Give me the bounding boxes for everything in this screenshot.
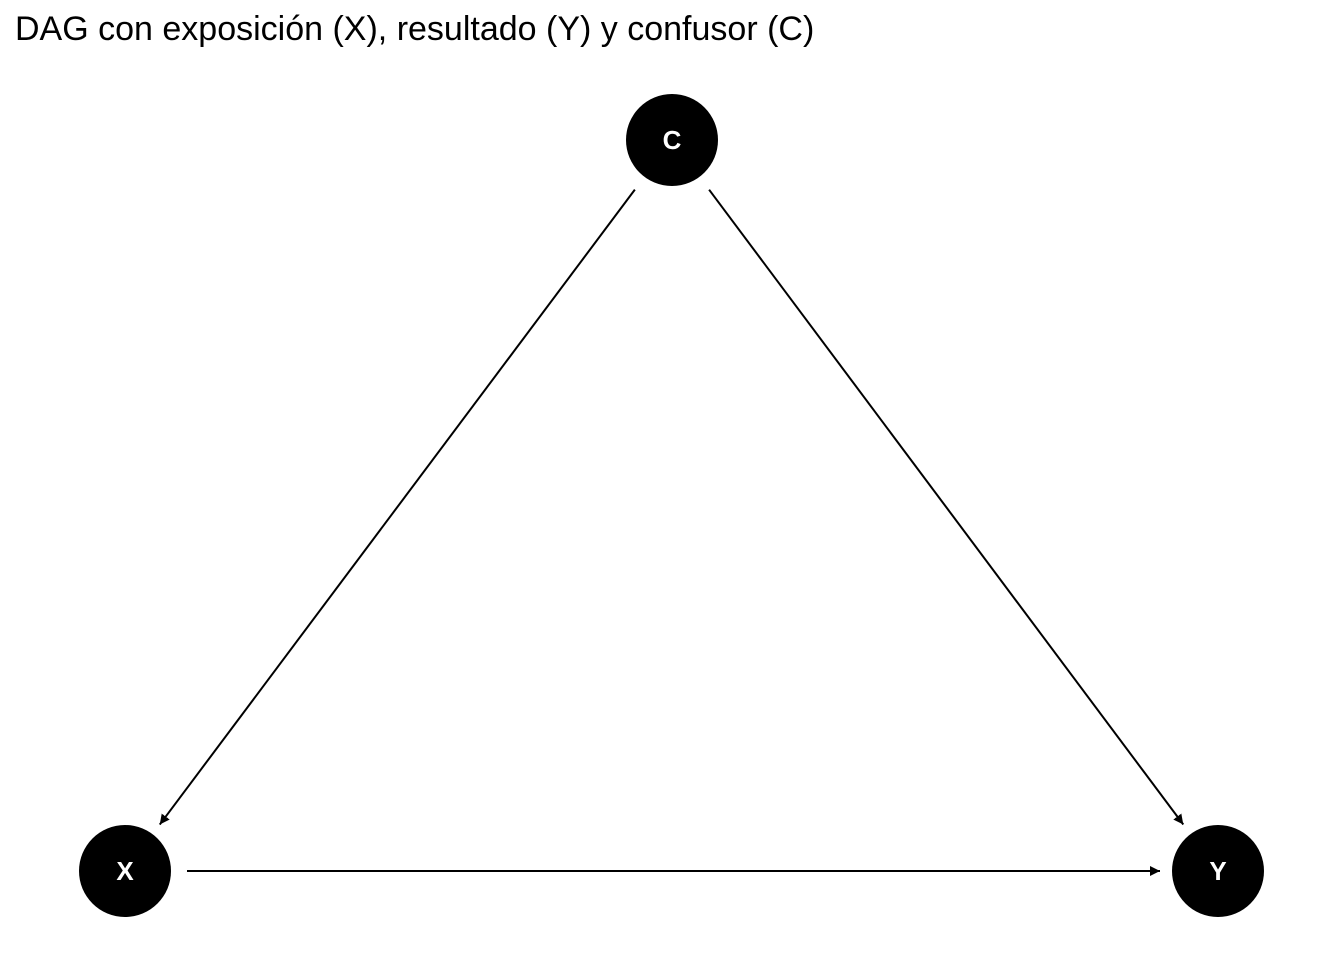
node-C: C <box>626 94 718 186</box>
edge-C-to-Y <box>708 189 1185 826</box>
diagram-title: DAG con exposición (X), resultado (Y) y … <box>15 10 815 48</box>
node-circle <box>626 94 718 186</box>
node-X: X <box>79 825 171 917</box>
node-label: X <box>116 856 134 886</box>
node-Y: Y <box>1172 825 1264 917</box>
node-circle <box>1172 825 1264 917</box>
edge-C-to-X <box>158 189 636 826</box>
node-circle <box>79 825 171 917</box>
node-label: C <box>663 125 682 155</box>
node-label: Y <box>1209 856 1226 886</box>
